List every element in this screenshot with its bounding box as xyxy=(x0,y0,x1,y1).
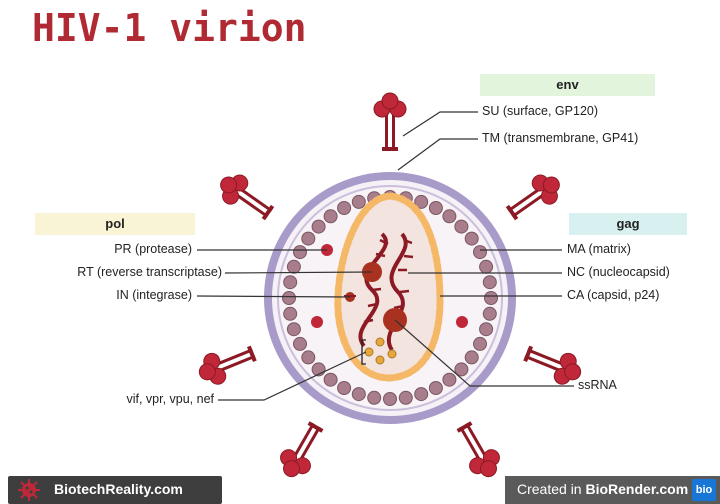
page-title: HIV-1 virion xyxy=(32,6,307,50)
matrix-protein-bead xyxy=(464,350,479,365)
matrix-protein-bead xyxy=(337,201,352,215)
label-ca: CA (capsid, p24) xyxy=(567,288,660,302)
leader-lines xyxy=(196,111,574,401)
matrix-protein-bead xyxy=(414,194,429,209)
matrix-protein-bead xyxy=(428,201,443,215)
virus-logo-icon xyxy=(18,479,40,501)
gag-group-header: gag xyxy=(569,213,687,235)
matrix-protein-bead xyxy=(464,231,479,246)
accessory-proteins xyxy=(364,337,397,365)
pol-group-header: pol xyxy=(35,213,195,235)
matrix-protein-bead xyxy=(351,387,366,402)
label-ssrna: ssRNA xyxy=(578,378,617,392)
footer-credit-text: Created in BioRender.com xyxy=(517,481,689,497)
matrix-protein-bead xyxy=(283,275,298,290)
matrix-protein-bead xyxy=(286,259,301,274)
matrix-protein-bead xyxy=(323,209,338,224)
matrix-protein-bead xyxy=(473,245,487,260)
matrix-protein-bead xyxy=(301,231,316,246)
matrix-protein-bead xyxy=(454,362,469,377)
matrix-protein-bead xyxy=(484,291,498,305)
matrix-protein-bead xyxy=(383,392,397,406)
capsid-cone xyxy=(334,192,444,382)
matrix-protein-ring xyxy=(282,190,498,406)
matrix-protein-bead xyxy=(283,306,298,321)
matrix-protein-bead xyxy=(323,372,338,387)
matrix-protein-bead xyxy=(473,336,487,351)
label-pr: PR (protease) xyxy=(114,242,192,256)
matrix-protein-bead xyxy=(398,390,413,405)
matrix-protein-bead xyxy=(479,259,494,274)
label-accessory: vif, vpr, vpu, nef xyxy=(126,392,214,406)
matrix-protein-bead xyxy=(442,209,457,224)
matrix-protein-bead xyxy=(479,322,494,337)
matrix-protein-bead xyxy=(301,350,316,365)
matrix-protein-bead xyxy=(482,306,497,321)
label-in: IN (integrase) xyxy=(116,288,192,302)
matrix-protein-bead xyxy=(414,387,429,402)
matrix-protein-bead xyxy=(351,194,366,209)
footer-credit-badge[interactable]: Created in BioRender.com bio xyxy=(505,476,720,504)
matrix-protein-bead xyxy=(286,322,301,337)
matrix-protein-bead xyxy=(337,381,352,395)
matrix-protein-bead xyxy=(482,275,497,290)
label-su: SU (surface, GP120) xyxy=(482,104,599,118)
biorender-logo-icon: bio xyxy=(692,479,716,501)
matrix-protein-bead xyxy=(293,336,307,351)
matrix-protein-bead xyxy=(454,219,469,234)
footer-brand-text: BiotechReality.com xyxy=(54,481,183,497)
matrix-protein-bead xyxy=(367,390,382,405)
matrix-protein-bead xyxy=(311,219,326,234)
matrix-protein-bead xyxy=(282,291,296,305)
label-tm: TM (transmembrane, GP41) xyxy=(482,131,639,145)
matrix-protein-bead xyxy=(293,245,307,260)
footer-brand-badge[interactable]: BiotechReality.com xyxy=(8,476,222,504)
env-group-header: env xyxy=(480,74,655,96)
matrix-protein-bead xyxy=(442,372,457,387)
matrix-protein-bead xyxy=(428,381,443,395)
label-ma: MA (matrix) xyxy=(567,242,631,256)
label-nc: NC (nucleocapsid) xyxy=(567,265,670,279)
label-rt: RT (reverse transcriptase) xyxy=(77,265,222,279)
